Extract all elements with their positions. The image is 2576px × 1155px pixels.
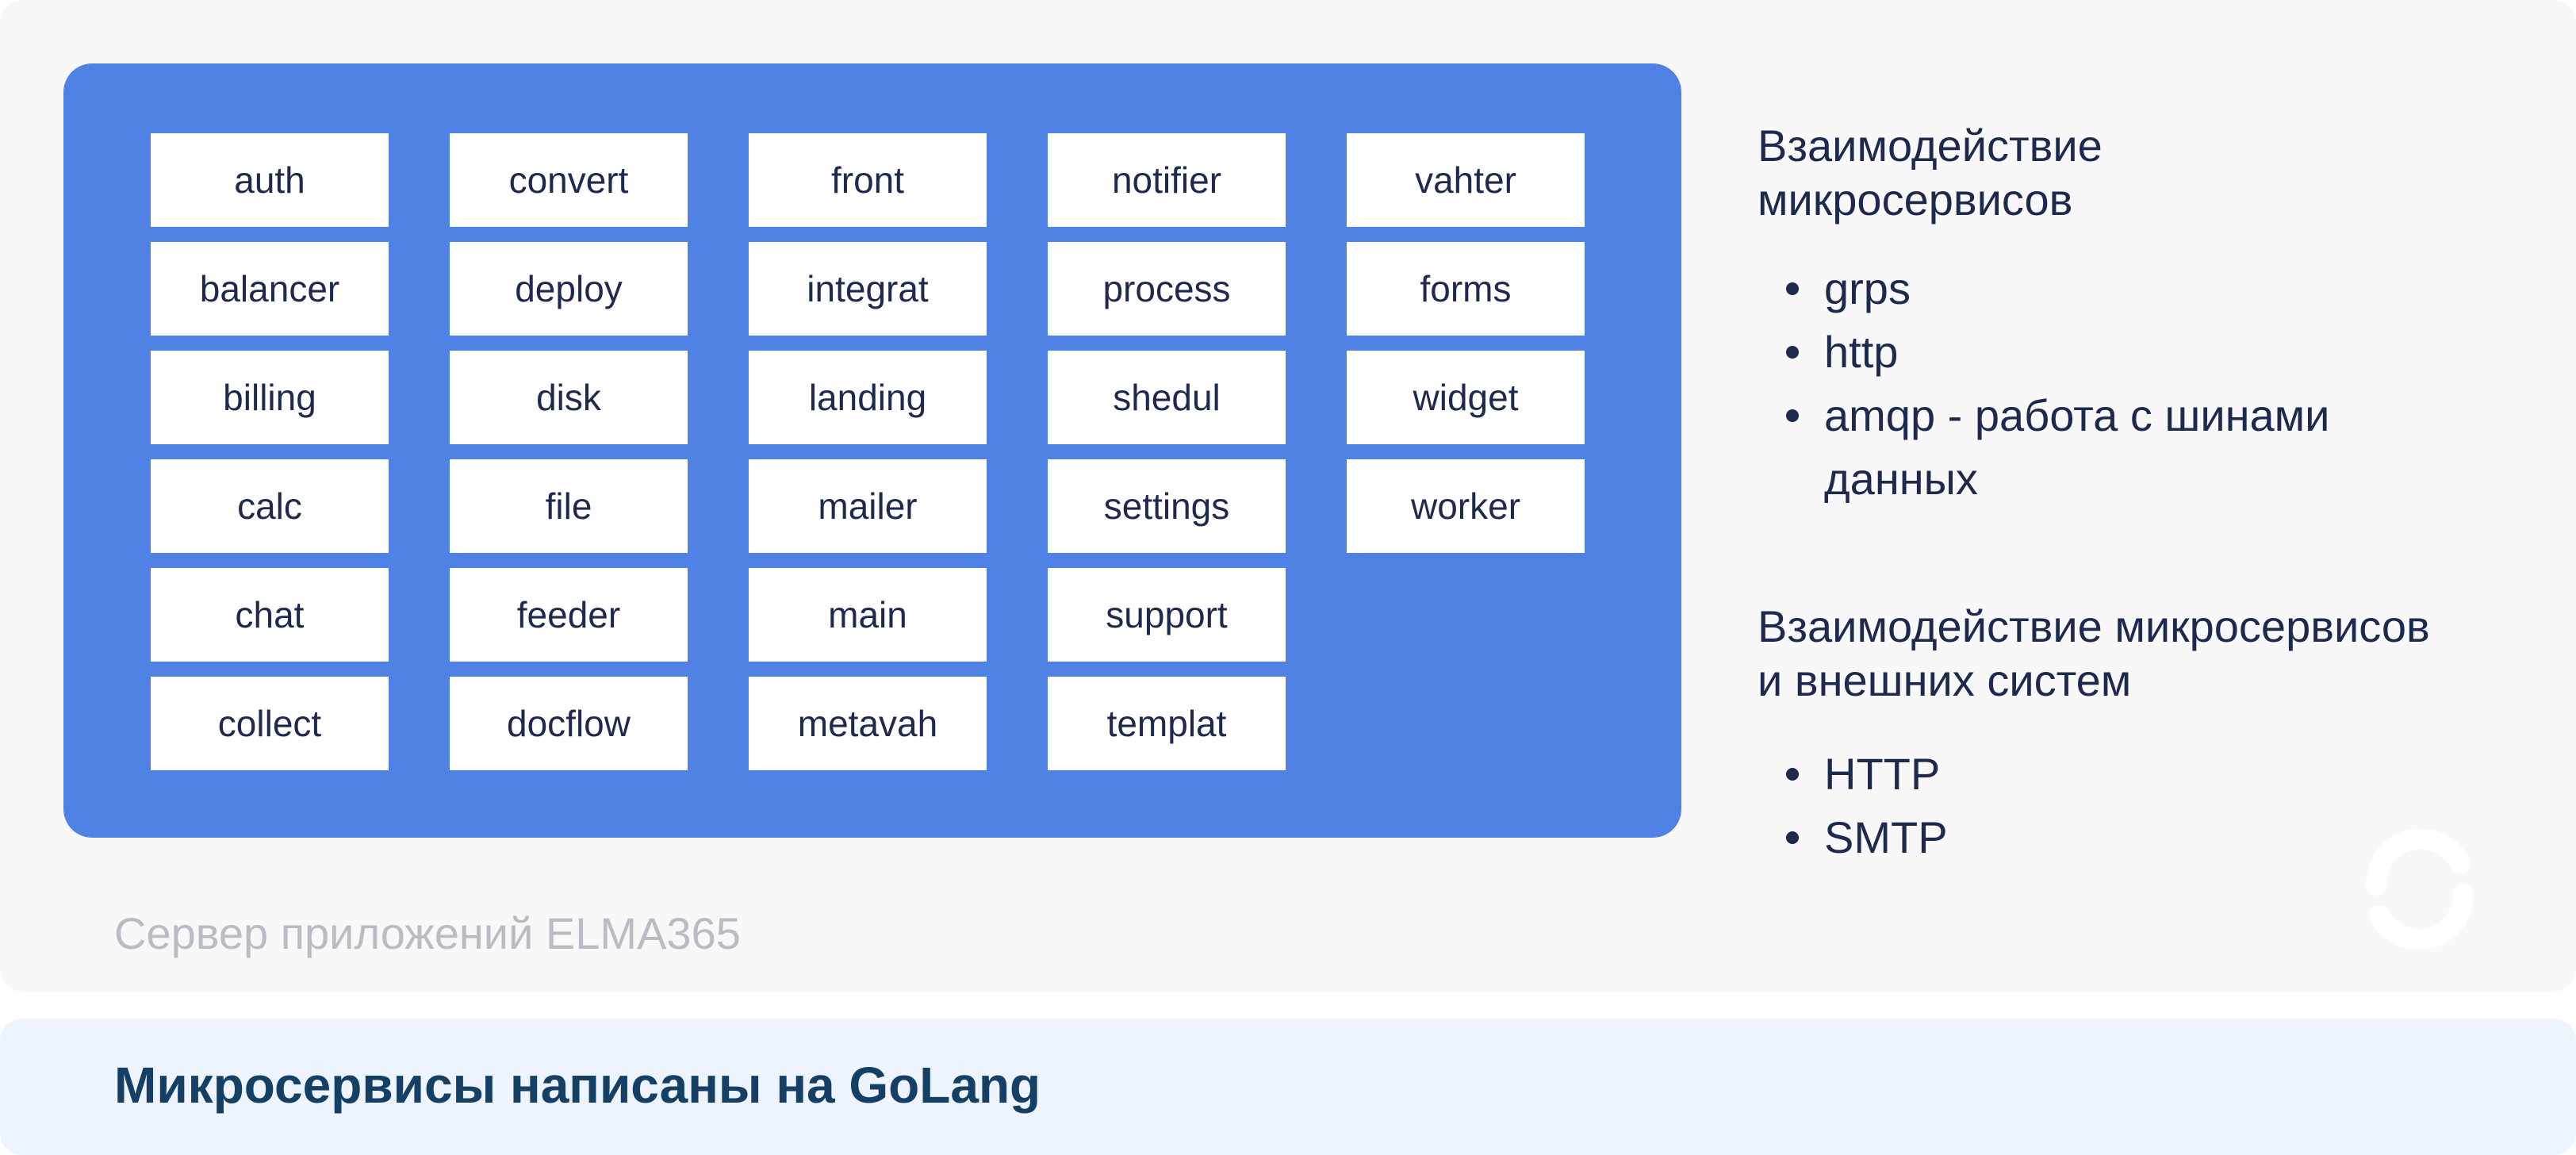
service-tile-calc: calc [151, 459, 389, 553]
service-tile-worker: worker [1347, 459, 1585, 553]
list-item: SMTP [1758, 806, 2538, 869]
internal-interaction-heading: Взаимодействие микросервисов [1758, 119, 2103, 227]
service-tile-notifier: notifier [1048, 133, 1286, 227]
service-tile-file: file [450, 459, 688, 553]
service-tile-process: process [1048, 242, 1286, 336]
service-tile-disk: disk [450, 351, 688, 444]
service-tile-landing: landing [749, 351, 987, 444]
service-tile-support: support [1048, 568, 1286, 662]
service-tile-collect: collect [151, 677, 389, 770]
list-item-text: grps [1824, 263, 1911, 313]
service-tile-mailer: mailer [749, 459, 987, 553]
service-tile-deploy: deploy [450, 242, 688, 336]
service-tile-chat: chat [151, 568, 389, 662]
service-tile-convert: convert [450, 133, 688, 227]
internal-protocol-list: grps http amqp - работа с шинами данных [1758, 257, 2538, 511]
service-tile-forms: forms [1347, 242, 1585, 336]
elma-logo-icon [2366, 828, 2474, 950]
heading-line: и внешних систем [1758, 655, 2132, 705]
list-item-text: http [1824, 327, 1899, 377]
external-interaction-heading: Взаимодействие микросервисов и внешних с… [1758, 600, 2430, 708]
list-item: http [1758, 320, 2538, 384]
service-tile-widget: widget [1347, 351, 1585, 444]
service-tile-billing: billing [151, 351, 389, 444]
bullet-dot-icon [1786, 409, 1799, 422]
service-tile-integrat: integrat [749, 242, 987, 336]
server-caption: Сервер приложений ELMA365 [114, 908, 741, 958]
list-item-text: SMTP [1824, 812, 1948, 862]
service-tile-shedul: shedul [1048, 351, 1286, 444]
service-tile-docflow: docflow [450, 677, 688, 770]
service-tile-balancer: balancer [151, 242, 389, 336]
list-item: HTTP [1758, 742, 2538, 806]
external-protocol-list: HTTP SMTP [1758, 742, 2538, 869]
footer-bar [0, 1019, 2576, 1155]
service-tile-feeder: feeder [450, 568, 688, 662]
list-item: grps [1758, 257, 2538, 320]
service-tile-metavah: metavah [749, 677, 987, 770]
heading-line: Взаимодействие микросервисов [1758, 601, 2430, 651]
list-item: amqp - работа с шинами данных [1758, 384, 2538, 511]
service-tile-settings: settings [1048, 459, 1286, 553]
bullet-dot-icon [1786, 768, 1799, 781]
heading-line: Взаимодействие [1758, 121, 2103, 171]
footer-title: Микросервисы написаны на GoLang [114, 1057, 1041, 1114]
service-tile-vahter: vahter [1347, 133, 1585, 227]
service-tile-front: front [749, 133, 987, 227]
service-tile-templat: templat [1048, 677, 1286, 770]
service-tile-main: main [749, 568, 987, 662]
heading-line: микросервисов [1758, 175, 2073, 224]
microservices-panel: auth balancer billing calc chat collect … [63, 63, 1681, 838]
bullet-dot-icon [1786, 346, 1799, 359]
list-item-text: amqp - работа с шинами данных [1824, 390, 2330, 504]
service-tile-auth: auth [151, 133, 389, 227]
bullet-dot-icon [1786, 831, 1799, 844]
bullet-dot-icon [1786, 282, 1799, 295]
list-item-text: HTTP [1824, 749, 1941, 799]
